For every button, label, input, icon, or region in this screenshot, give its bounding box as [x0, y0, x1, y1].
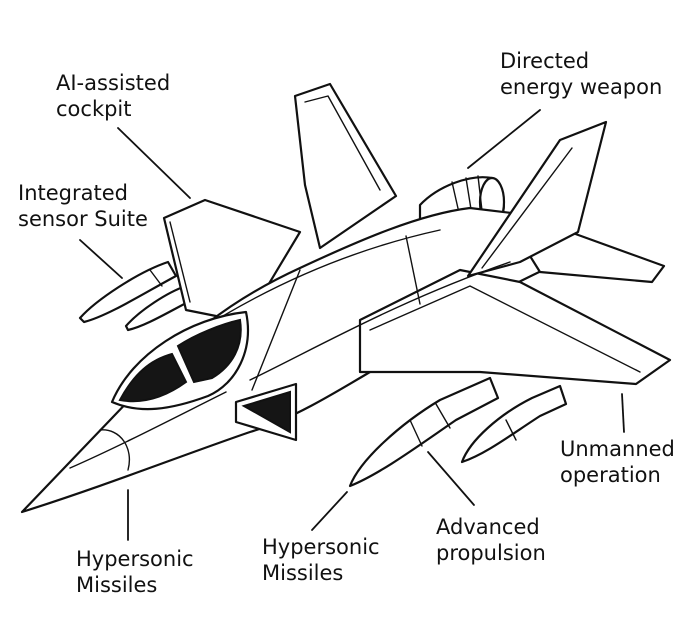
leader-sensor-suite: [79, 239, 123, 279]
label-unmanned-line1: Unmanned: [560, 437, 675, 461]
sensor-pods: [78, 260, 194, 332]
label-missiles-center-line1: Hypersonic: [262, 535, 380, 559]
leader-unmanned: [621, 393, 625, 433]
label-unmanned: Unmanned operation: [560, 436, 675, 488]
label-sensor-suite: Integrated sensor Suite: [18, 180, 148, 232]
leader-propulsion: [427, 451, 475, 506]
label-missiles-left: Hypersonic Missiles: [76, 546, 194, 598]
leader-ai-cockpit: [117, 127, 191, 199]
label-missiles-left-line2: Missiles: [76, 573, 158, 597]
underwing-missiles: [348, 376, 568, 488]
label-directed-energy-line1: Directed: [500, 49, 590, 73]
label-propulsion-line2: propulsion: [436, 541, 546, 565]
label-directed-energy-line2: energy weapon: [500, 75, 663, 99]
label-unmanned-line2: operation: [560, 463, 661, 487]
leader-lines: [79, 109, 625, 541]
label-ai-cockpit: AI-assisted cockpit: [56, 70, 170, 122]
air-intake: [234, 382, 298, 442]
label-directed-energy: Directed energy weapon: [500, 48, 662, 100]
label-missiles-left-line1: Hypersonic: [76, 547, 194, 571]
leader-directed-energy: [467, 109, 541, 169]
label-propulsion-line1: Advanced: [436, 515, 540, 539]
nose-cone: [99, 429, 130, 471]
vertical-tail-right: [466, 120, 608, 278]
label-sensor-suite-line1: Integrated: [18, 181, 128, 205]
label-missiles-center-line2: Missiles: [262, 561, 344, 585]
left-wing: [162, 198, 302, 324]
label-sensor-suite-line2: sensor Suite: [18, 207, 148, 231]
label-ai-cockpit-line2: cockpit: [56, 97, 132, 121]
vertical-tail-left: [293, 82, 398, 250]
leader-missiles-center: [311, 491, 348, 531]
label-ai-cockpit-line1: AI-assisted: [56, 71, 171, 95]
label-propulsion: Advanced propulsion: [436, 514, 546, 566]
cockpit-canopy: [110, 310, 249, 411]
label-missiles-center: Hypersonic Missiles: [262, 534, 380, 586]
